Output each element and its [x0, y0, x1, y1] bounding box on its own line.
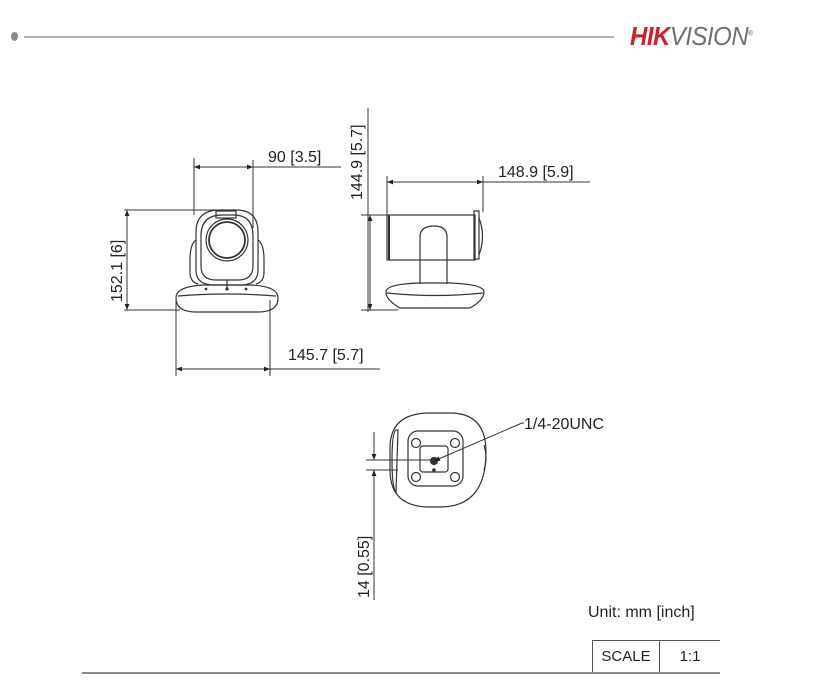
bottom-offset-dim: 14 [0.55]	[356, 536, 373, 598]
side-depth-dim: 148.9 [5.9]	[498, 164, 574, 181]
scale-table: SCALE 1:1	[592, 640, 720, 673]
bottom-dimensions	[366, 422, 524, 600]
front-base	[175, 284, 279, 313]
footer-rule	[82, 672, 720, 674]
header-dot	[11, 32, 18, 41]
registered-mark: ®	[748, 30, 753, 38]
logo-grey-part: VISION	[669, 21, 749, 51]
unit-label: Unit: mm [inch]	[588, 604, 695, 621]
logo-red-part: HIK	[630, 21, 670, 51]
scale-label: SCALE	[593, 641, 660, 673]
side-height-dim: 144.9 [5.7]	[349, 124, 366, 200]
lens-icon	[205, 218, 249, 262]
side-camera-body	[386, 214, 476, 261]
side-arm	[419, 225, 448, 284]
front-width-dim: 90 [3.5]	[268, 149, 321, 166]
hikvision-logo: HIKVISION®	[630, 21, 753, 52]
front-view	[175, 209, 279, 313]
front-camera-head	[195, 209, 259, 286]
mount-plate	[407, 430, 464, 487]
side-base	[385, 282, 485, 309]
side-dimensions	[361, 108, 590, 312]
front-dimensions	[124, 158, 380, 376]
scale-value: 1:1	[679, 648, 701, 665]
bottom-view	[389, 412, 487, 508]
side-view	[385, 210, 485, 309]
front-base-width-dim: 145.7 [5.7]	[288, 347, 364, 364]
thread-label: 1/4-20UNC	[524, 416, 604, 433]
front-height-dim: 152.1 [6]	[109, 240, 126, 302]
header-rule	[24, 36, 614, 38]
